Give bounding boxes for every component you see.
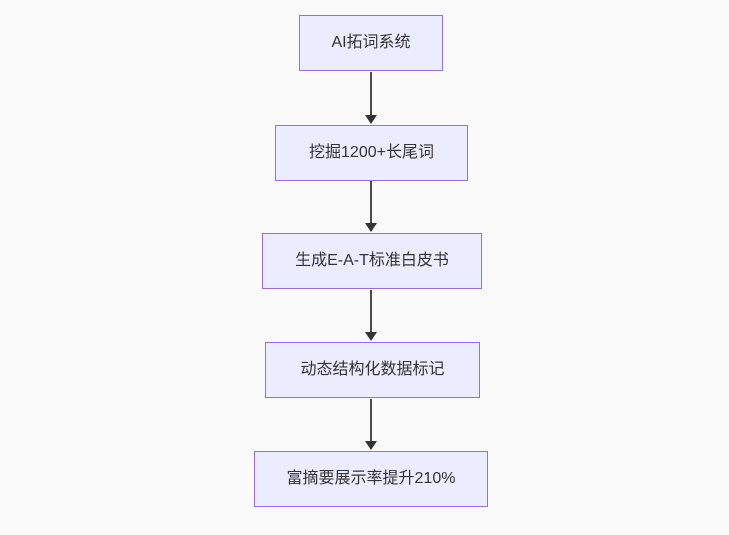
arrow-head-down-icon <box>365 223 377 232</box>
flow-arrow-1 <box>365 72 377 124</box>
flow-node-eat-whitepaper: 生成E-A-T标准白皮书 <box>262 233 482 289</box>
flow-arrow-4 <box>365 399 377 450</box>
flow-node-structured-data-markup: 动态结构化数据标记 <box>265 342 480 398</box>
arrow-line <box>370 181 372 224</box>
flow-arrow-2 <box>365 181 377 232</box>
flow-arrow-3 <box>365 290 377 341</box>
arrow-head-down-icon <box>365 115 377 124</box>
arrow-line <box>370 399 372 442</box>
flow-node-ai-keyword-system: AI拓词系统 <box>299 15 443 71</box>
arrow-line <box>370 72 372 116</box>
flow-node-longtail-mining: 挖掘1200+长尾词 <box>275 125 468 181</box>
flow-node-rich-snippet-rate: 富摘要展示率提升210% <box>254 451 488 507</box>
arrow-head-down-icon <box>365 441 377 450</box>
arrow-line <box>370 290 372 333</box>
arrow-head-down-icon <box>365 332 377 341</box>
